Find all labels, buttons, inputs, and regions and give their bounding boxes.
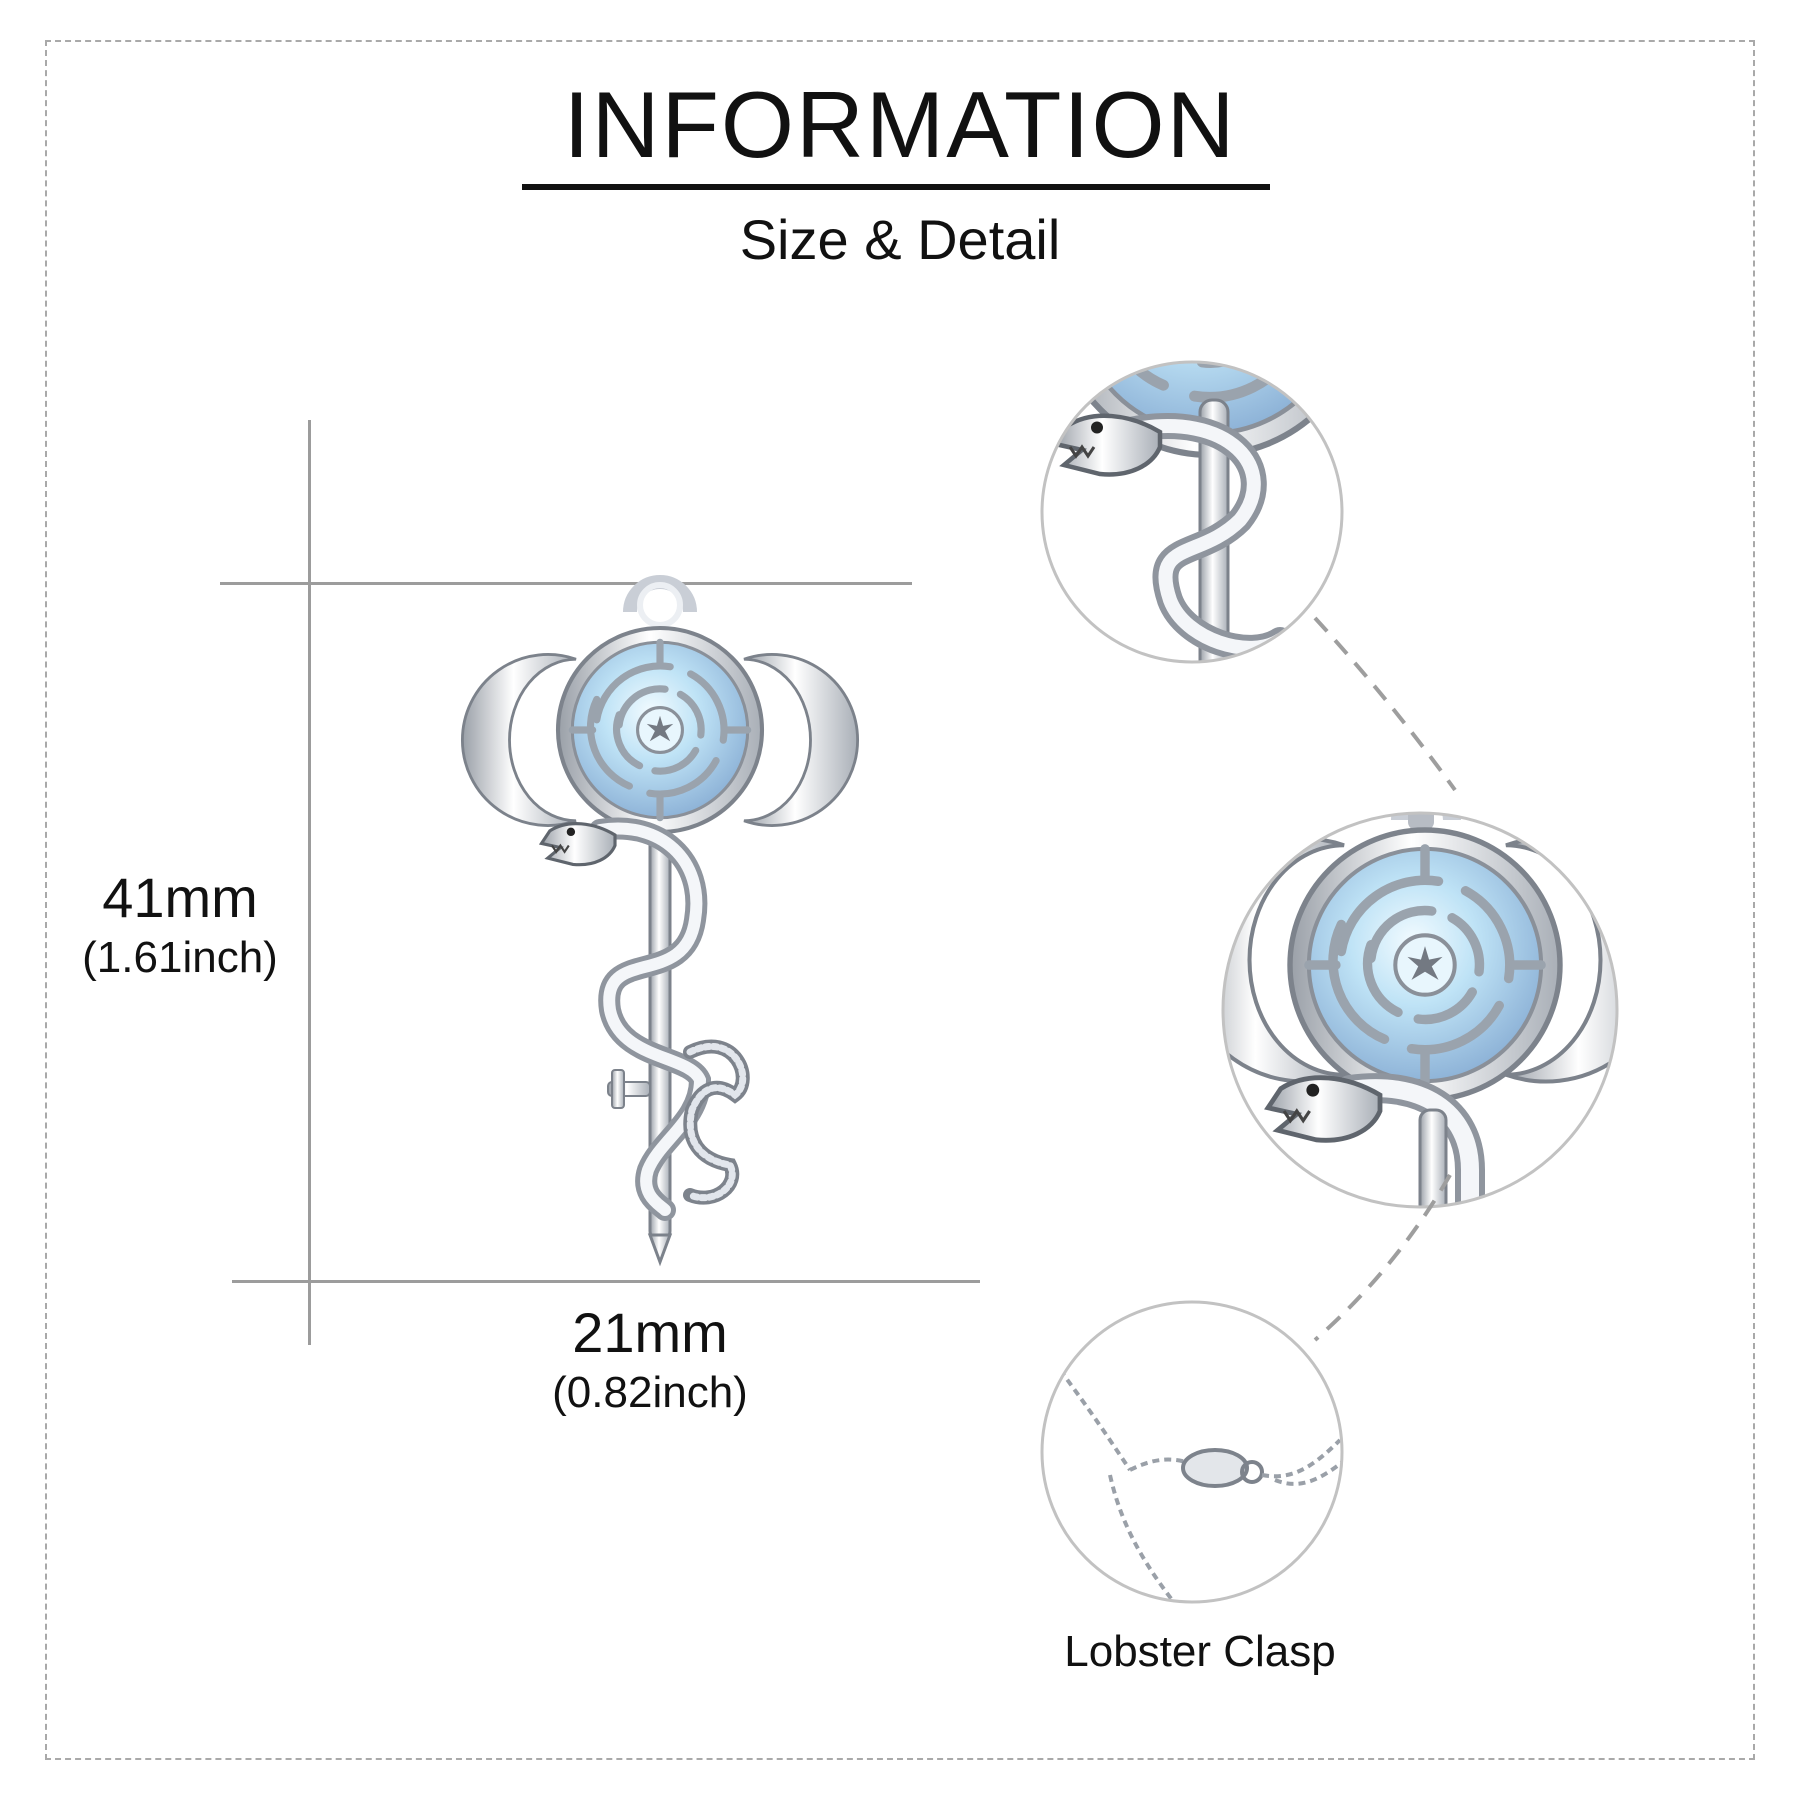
connector-top <box>1313 616 1457 792</box>
height-dimension-label: 41mm (1.61inch) <box>50 870 310 980</box>
height-inch: (1.61inch) <box>82 933 278 982</box>
page-title: INFORMATION <box>563 72 1237 177</box>
width-mm: 21mm <box>572 1301 728 1364</box>
bottom-reference-line <box>232 1280 980 1283</box>
detail-circle-clasp <box>1040 1300 1344 1604</box>
page-subtitle: Size & Detail <box>739 208 1061 271</box>
width-dimension-label: 21mm (0.82inch) <box>510 1305 790 1415</box>
detail-circle-wheel <box>1221 811 1619 1209</box>
lobster-clasp-caption: Lobster Clasp <box>1064 1627 1336 1676</box>
main-pendant <box>460 575 860 1267</box>
dashed-border-frame <box>45 40 1755 1760</box>
title-underline <box>522 184 1270 190</box>
height-mm: 41mm <box>102 866 258 929</box>
width-inch: (0.82inch) <box>552 1368 748 1417</box>
detail-circle-snake <box>1040 360 1344 664</box>
top-reference-line <box>220 582 912 585</box>
connector-bottom <box>1313 1173 1452 1342</box>
height-measure-line <box>308 420 311 1345</box>
